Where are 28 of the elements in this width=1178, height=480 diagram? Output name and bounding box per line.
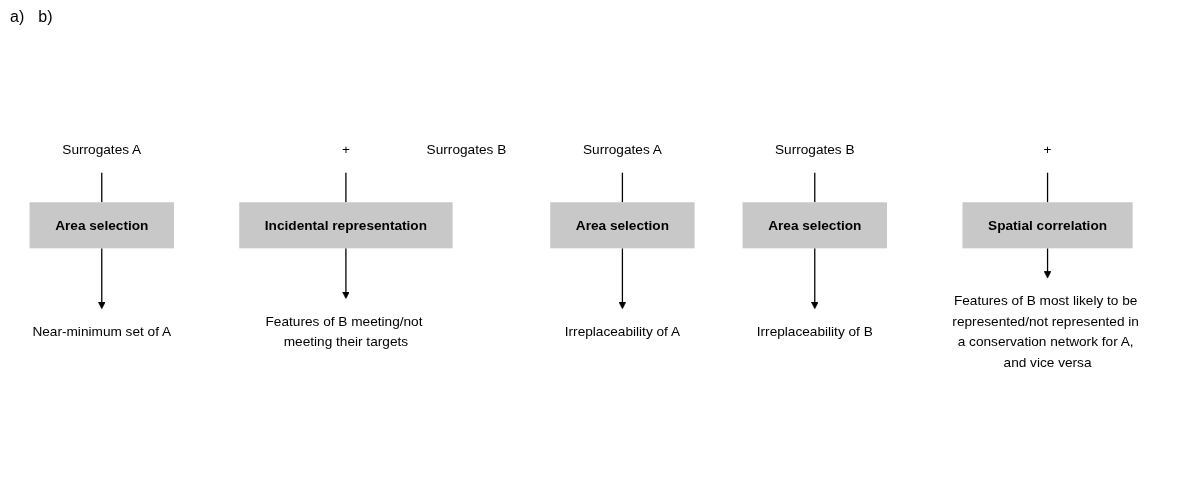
arrow [811, 247, 819, 310]
node-text: + [341, 141, 350, 157]
node-box: Incidental representation [239, 202, 453, 249]
connector [101, 171, 103, 203]
connector [1046, 171, 1049, 203]
node-text: Surrogates A [62, 141, 142, 157]
arrow [342, 247, 350, 299]
arrow [618, 247, 627, 310]
connector [621, 171, 624, 203]
node-text: + [1043, 141, 1052, 157]
node-box: Area selection [550, 202, 695, 249]
node-text: Irreplaceability of B [756, 324, 873, 339]
arrow [1043, 247, 1052, 279]
arrow [98, 247, 106, 310]
node-text: Features of B most likely to be represented/not represented in a conservation network for A, and vice versa [952, 293, 1139, 370]
node-box: Area selection [29, 202, 174, 249]
node-text: Features of B meeting/not meeting their targets [265, 313, 423, 349]
panel-label: b) [38, 8, 53, 26]
node-text: Irreplaceability of A [564, 324, 681, 339]
node-text: Surrogates B [774, 141, 855, 157]
node-text: Surrogates B [426, 141, 507, 157]
connector [345, 171, 347, 203]
node-box: Area selection [742, 202, 887, 249]
connector [814, 171, 816, 203]
node-text: Surrogates A [582, 141, 662, 157]
panel-label: a) [10, 8, 25, 26]
node-box: Spatial correlation [962, 202, 1133, 249]
node-text: Near-minimum set of A [32, 324, 172, 339]
